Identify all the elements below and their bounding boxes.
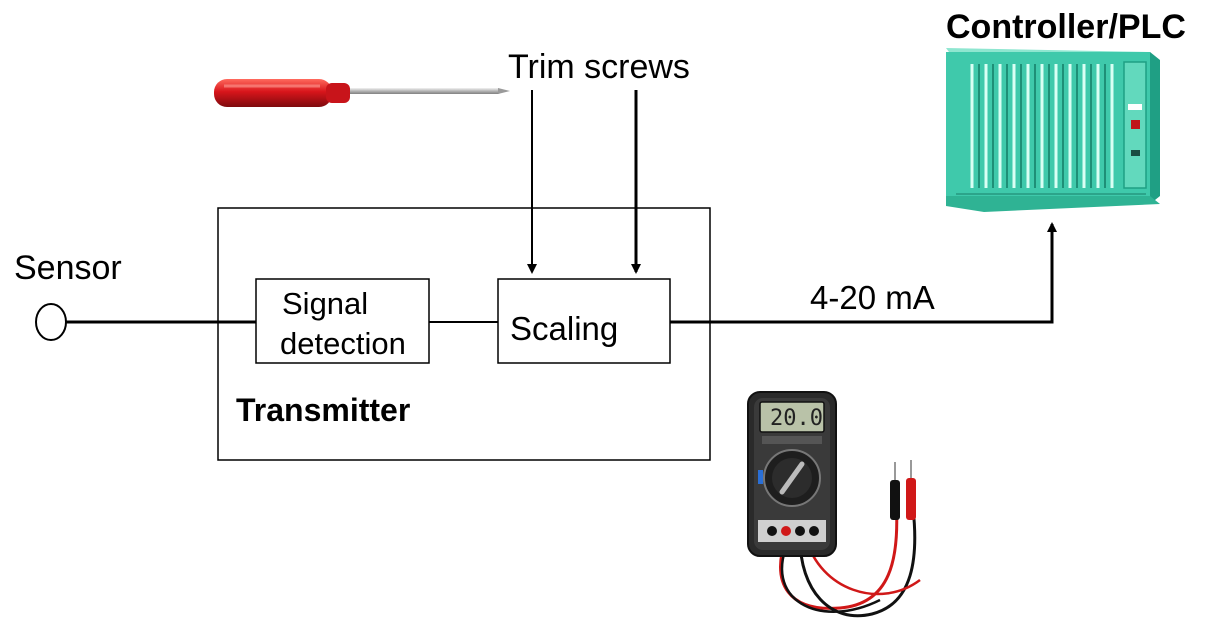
scaling-block: [497, 278, 671, 364]
plc-rack-icon: [946, 48, 1160, 212]
signal-detection-block: [255, 278, 430, 364]
signal-label-line1: Signal: [282, 286, 368, 321]
signal-label-line2: detection: [280, 326, 406, 361]
multimeter-icon: 20.0: [747, 391, 921, 618]
transmitter-box: [217, 207, 711, 461]
screwdriver-icon: [214, 79, 510, 107]
trim-screws-label: Trim screws: [508, 48, 690, 86]
sensor-label: Sensor: [14, 249, 122, 287]
sensor-icon: [35, 303, 67, 341]
current-label: 4-20 mA: [810, 279, 935, 316]
output-wire: [670, 222, 1057, 324]
transmitter-label: Transmitter: [236, 392, 410, 428]
meter-reading: 20.0: [770, 406, 823, 431]
scaling-label: Scaling: [510, 310, 618, 347]
controller-plc-label: Controller/PLC: [946, 8, 1186, 46]
